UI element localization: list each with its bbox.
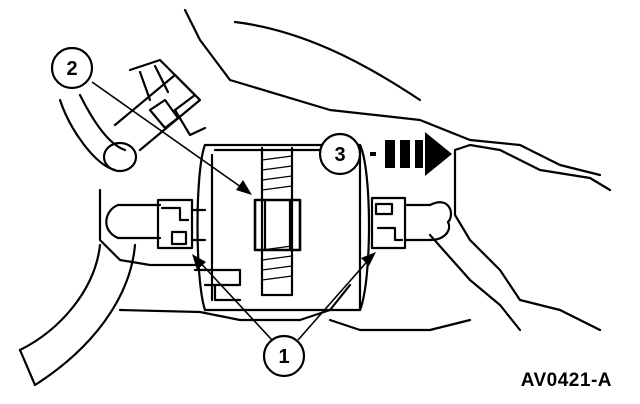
left-quick-connect bbox=[156, 198, 207, 250]
leader-arrowhead-2 bbox=[236, 180, 252, 195]
callout-3-label: 3 bbox=[334, 144, 345, 166]
callout-2-label: 2 bbox=[66, 58, 77, 80]
callout-3: 3 bbox=[318, 132, 362, 176]
leader-line-2 bbox=[91, 81, 249, 193]
electrical-connector bbox=[58, 58, 207, 173]
leader-arrowhead-1-right bbox=[361, 252, 376, 266]
right-quick-connect bbox=[370, 196, 453, 250]
leader-line-1-right bbox=[297, 255, 373, 341]
leader-arrowhead-1-left bbox=[192, 254, 206, 270]
leader-line-1-left bbox=[195, 257, 273, 341]
flow-direction-arrow bbox=[370, 132, 452, 176]
clamp-bolt bbox=[253, 146, 302, 297]
callout-2: 2 bbox=[50, 46, 94, 90]
left-fuel-hose bbox=[18, 203, 162, 387]
figure-code: AV0421-A bbox=[520, 370, 612, 391]
callout-1-label: 1 bbox=[278, 346, 289, 368]
frame-rail bbox=[98, 8, 612, 332]
callout-1: 1 bbox=[262, 334, 306, 378]
